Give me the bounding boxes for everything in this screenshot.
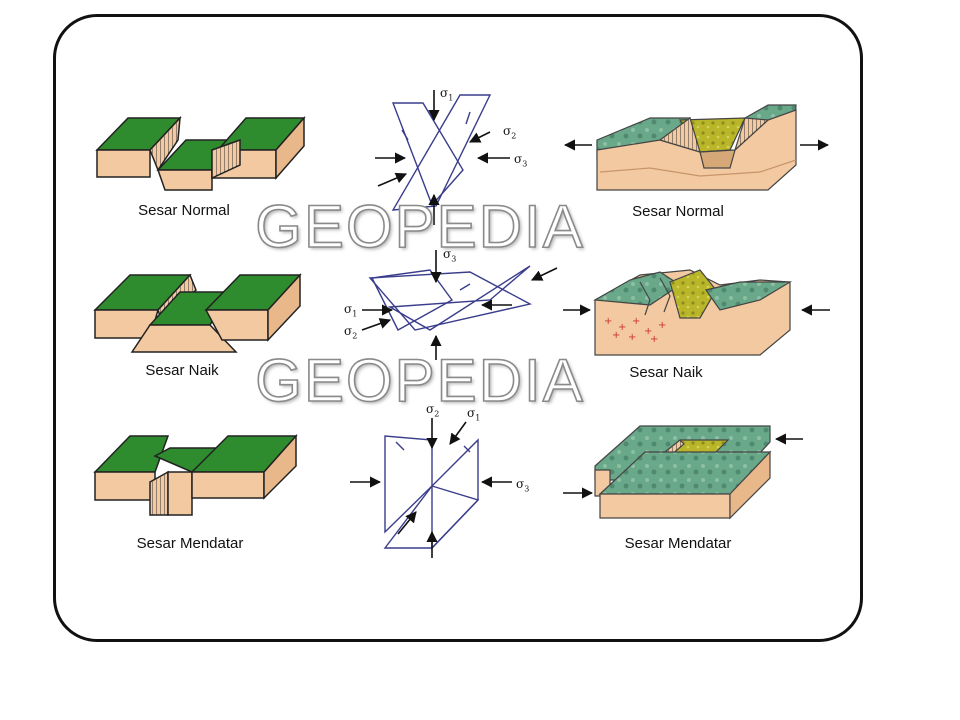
- watermark-text: GEOPEDIA: [254, 346, 585, 415]
- svg-text:+: +: [658, 320, 666, 331]
- svg-text:+: +: [644, 326, 652, 337]
- sigma-label: σ2: [344, 324, 358, 341]
- strike-slip-arrows: [563, 433, 803, 499]
- caption-left-normal: Sesar Normal: [138, 202, 230, 219]
- strike-slip-stress-arrows: [350, 418, 512, 558]
- normal-fault-block-icon: [95, 115, 306, 191]
- svg-text:+: +: [612, 330, 620, 341]
- sigma-label: σ3: [516, 477, 530, 494]
- sigma-label: σ1: [467, 406, 481, 423]
- svg-text:+: +: [650, 334, 658, 345]
- normal-stress-diagram-icon: [391, 94, 492, 211]
- caption-right-normal: Sesar Normal: [632, 203, 724, 220]
- sigma-label: σ2: [426, 402, 440, 419]
- svg-text:+: +: [632, 316, 640, 327]
- caption-left-naik: Sesar Naik: [145, 362, 219, 379]
- sigma-label: σ2: [503, 124, 517, 141]
- strike-slip-block-icon: [93, 434, 298, 516]
- caption-right-mendatar: Sesar Mendatar: [624, 535, 732, 552]
- watermark-text: GEOPEDIA: [254, 192, 585, 261]
- sigma-label: σ1: [440, 86, 454, 103]
- normal-fault-landscape-icon: [596, 104, 797, 191]
- sigma-label: σ3: [514, 152, 528, 169]
- reverse-fault-landscape-icon: +++ +++ ++: [593, 269, 793, 356]
- sigma-label: σ3: [443, 247, 457, 264]
- reverse-stress-arrows: [361, 250, 558, 360]
- svg-text:+: +: [604, 316, 612, 327]
- reverse-stress-diagram-icon: [368, 265, 532, 331]
- caption-right-naik: Sesar Naik: [629, 364, 703, 381]
- reverse-fault-block-icon: [93, 273, 302, 353]
- svg-text:+: +: [628, 332, 636, 343]
- caption-left-mendatar: Sesar Mendatar: [136, 535, 244, 552]
- strike-slip-stress-diagram-icon: [383, 435, 480, 550]
- svg-text:+: +: [618, 322, 626, 333]
- normal-stress-arrows: [375, 90, 510, 225]
- sigma-label: σ1: [344, 302, 358, 319]
- strike-slip-landscape-icon: [594, 425, 772, 520]
